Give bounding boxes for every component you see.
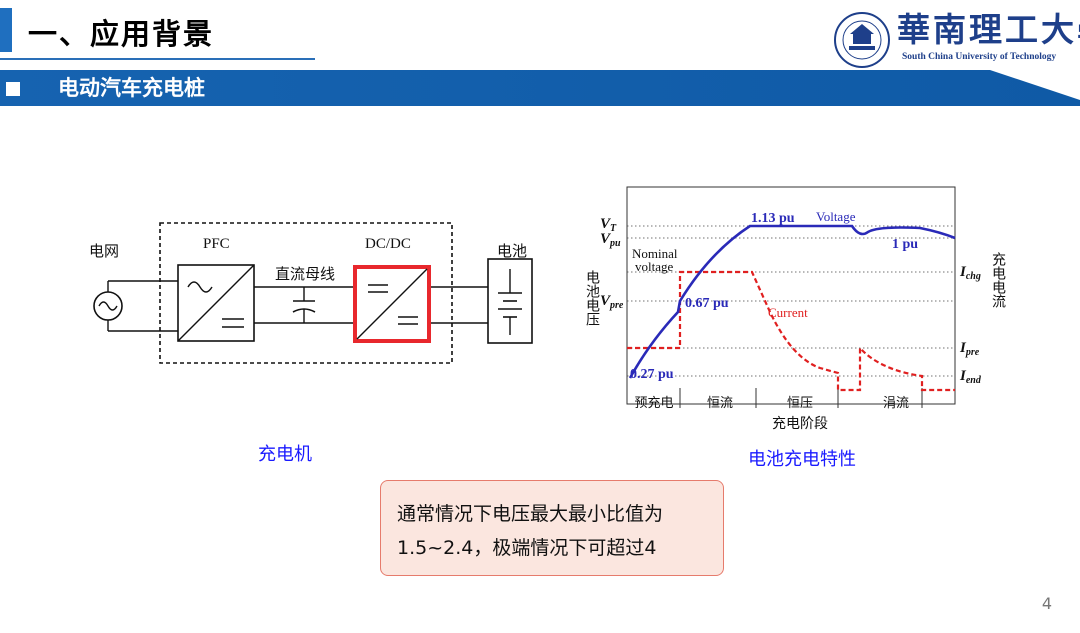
- chart-caption: 电池充电特性: [748, 449, 856, 470]
- section-bullet-icon: [6, 82, 20, 96]
- note-box: 通常情况下电压最大最小比值为 1.5~2.4，极端情况下可超过4: [380, 480, 724, 576]
- charger-caption: 充电机: [258, 444, 312, 465]
- phase-label-cc: 恒流: [707, 396, 733, 411]
- current-curve: [627, 270, 955, 392]
- y-axis-left-label: 电池电压: [584, 270, 600, 326]
- title-accent-bar: [0, 8, 12, 52]
- title-underline: [0, 58, 315, 60]
- charging-characteristic-chart: VT Vpu Vpre Ichg Ipre Iend 1.13 pu Volta…: [600, 186, 982, 432]
- phase-label-cv: 恒压: [787, 396, 813, 411]
- dcdc-label: DC/DC: [365, 236, 411, 252]
- page-title: 一、应用背景: [28, 17, 215, 51]
- grid-label: 电网: [89, 242, 120, 260]
- annotation-nominal: Nominal: [632, 246, 678, 261]
- annotation-0-27pu: 0.27 pu: [630, 367, 674, 382]
- annotation-1pu: 1 pu: [892, 237, 918, 252]
- dc-bus-label: 直流母线: [275, 265, 336, 283]
- x-axis-label: 充电阶段: [772, 416, 828, 432]
- y-axis-right-label: 充电电流: [990, 252, 1006, 308]
- charger-enclosure: [159, 222, 453, 364]
- section-banner: [0, 70, 1080, 106]
- phase-label-precharge: 预充电: [634, 395, 673, 411]
- section-title: 电动汽车充电桩: [58, 76, 205, 100]
- phase-label-trickle: 涓流: [883, 395, 909, 411]
- university-seal-icon: [834, 12, 890, 68]
- voltage-curve: [628, 224, 956, 379]
- page-number: 4: [1041, 594, 1052, 613]
- annotation-voltage: Voltage: [816, 209, 856, 224]
- ichg-label: Ichg: [959, 264, 981, 282]
- note-line-2: 1.5~2.4，极端情况下可超过4: [397, 537, 657, 559]
- vpu-label: Vpu: [600, 231, 621, 249]
- vt-label: VT: [600, 216, 617, 234]
- charger-circuit-diagram: [93, 222, 533, 364]
- note-line-1: 通常情况下电压最大最小比值为: [397, 503, 664, 525]
- annotation-0-67pu: 0.67 pu: [685, 296, 729, 311]
- university-name-cn: 華南理工大學: [897, 10, 1080, 49]
- battery-label: 电池: [497, 242, 528, 260]
- iend-label: Iend: [959, 368, 982, 386]
- ipre-label: Ipre: [959, 340, 980, 358]
- ac-wave-icon: [187, 281, 213, 293]
- pfc-label: PFC: [203, 236, 230, 252]
- chart-frame: [626, 186, 956, 405]
- university-name-en: South China University of Technology: [902, 52, 1057, 62]
- vpre-label: Vpre: [600, 293, 624, 311]
- annotation-current: Current: [768, 305, 808, 320]
- annotation-1-13pu: 1.13 pu: [751, 211, 795, 226]
- annotation-voltage-word: voltage: [635, 259, 673, 274]
- battery-icon: [487, 258, 533, 344]
